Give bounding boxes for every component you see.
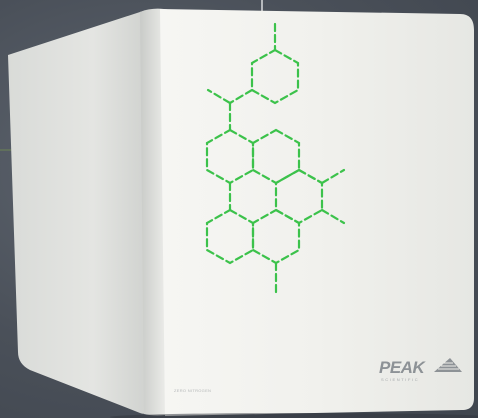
generator-side-panel xyxy=(8,11,150,414)
brand-logo-icon xyxy=(434,358,462,372)
brand-logo-subtext: SCIENTIFIC xyxy=(381,377,420,382)
brand-logo-text: PEAK xyxy=(379,358,425,377)
model-label: ZERO NITROGEN xyxy=(174,388,212,393)
hexagon-molecule-pattern xyxy=(205,22,346,294)
floor-shadow xyxy=(110,413,478,418)
